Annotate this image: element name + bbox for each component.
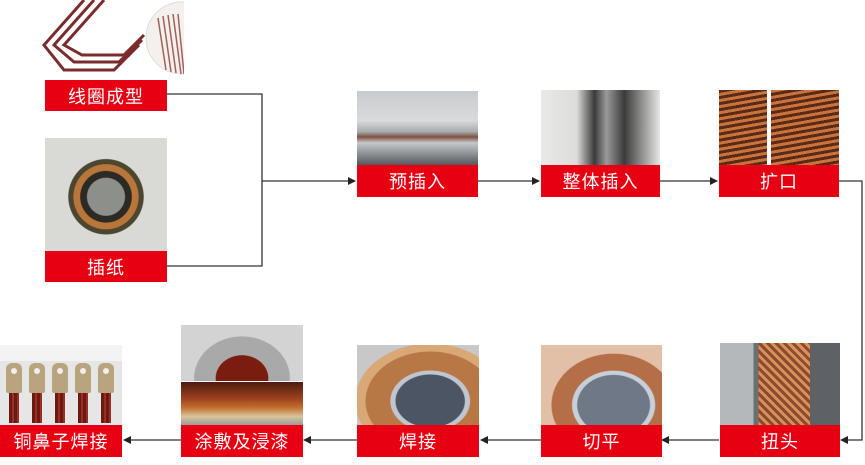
stator-with-insulation-paper-photo — [45, 138, 167, 251]
hairpin-coil-photo — [34, 0, 184, 80]
cut-flat-ends-photo — [541, 345, 662, 425]
step-label: 扩口 — [719, 165, 839, 197]
welded-ends-photo — [357, 345, 479, 425]
copper-lug — [75, 363, 91, 423]
full-insertion-machine-photo — [541, 90, 660, 165]
expanded-winding-ends-photo — [719, 90, 839, 165]
step-label: 整体插入 — [541, 165, 660, 197]
arrow-to-twisting — [839, 180, 863, 444]
step-label: 线圈成型 — [45, 80, 167, 111]
step-label: 插纸 — [45, 251, 167, 282]
step-label: 涂敷及浸漆 — [181, 425, 303, 457]
copper-lug — [29, 363, 45, 423]
varnished-stator-side-photo — [181, 382, 303, 425]
merge-bracket-line — [167, 93, 263, 267]
coated-stator-top-photo — [181, 325, 303, 381]
pre-insertion-machine-photo — [357, 91, 478, 165]
copper-lug — [98, 363, 114, 423]
twisted-hairpin-ends-photo — [720, 343, 840, 425]
step-label: 预插入 — [357, 165, 478, 197]
step-label: 铜鼻子焊接 — [0, 425, 122, 457]
copper-lug — [6, 363, 22, 423]
step-label: 焊接 — [357, 425, 479, 457]
step-label: 扭头 — [720, 425, 840, 457]
copper-lugs-photo — [0, 345, 122, 425]
copper-lug — [52, 363, 68, 423]
step-label: 切平 — [541, 425, 662, 457]
